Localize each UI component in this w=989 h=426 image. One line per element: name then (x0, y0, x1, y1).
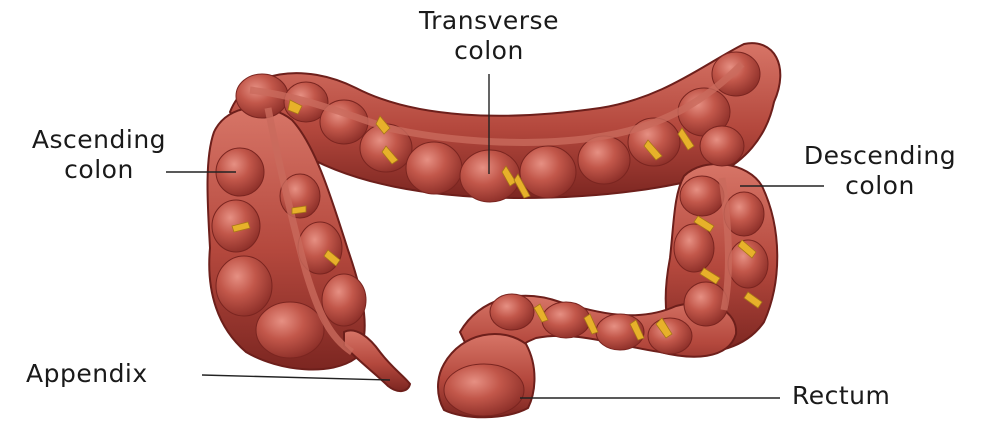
appendix-label: Appendix (26, 359, 196, 389)
appendix-leader-line (202, 375, 390, 380)
descending-colon-label: Descending colon (776, 141, 984, 201)
descending-colon-label-line1: Descending (776, 141, 984, 171)
descending-colon-label-line2: colon (776, 171, 984, 201)
transverse-colon-label-line2: colon (393, 36, 585, 66)
ascending-colon-label: Ascending colon (4, 125, 194, 185)
ascending-colon-label-line2: colon (4, 155, 194, 185)
colon-body (208, 43, 781, 417)
rectum-label-line1: Rectum (792, 381, 932, 411)
ascending-colon-label-line1: Ascending (4, 125, 194, 155)
transverse-colon-label-line1: Transverse (393, 6, 585, 36)
appendix-label-line1: Appendix (26, 359, 196, 389)
appendix-shape (344, 330, 410, 391)
rectum-label: Rectum (792, 381, 932, 411)
transverse-colon-label: Transverse colon (393, 6, 585, 66)
